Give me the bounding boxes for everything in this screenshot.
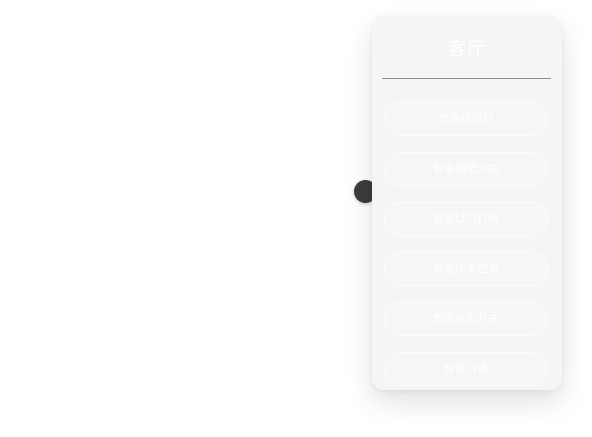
drawer-handle[interactable] [354,180,377,203]
title-divider [382,78,551,79]
room-panel: 客厅 智能吸顶灯 智能墙壁开关 智能LED灯带 智能中央空调 智能窗帘开关 智能… [372,16,562,390]
device-button-led-strip[interactable]: 智能LED灯带 [384,202,548,236]
device-button-door-lock[interactable]: 智能门锁 [384,352,548,386]
device-list[interactable]: 智能吸顶灯 智能墙壁开关 智能LED灯带 智能中央空调 智能窗帘开关 智能门锁 [372,100,562,390]
room-title: 客厅 [448,39,486,60]
device-button-ceiling-light[interactable]: 智能吸顶灯 [384,102,548,136]
device-button-wall-switch[interactable]: 智能墙壁开关 [384,152,548,186]
device-button-central-ac[interactable]: 智能中央空调 [384,252,548,286]
device-button-curtain-switch[interactable]: 智能窗帘开关 [384,302,548,336]
